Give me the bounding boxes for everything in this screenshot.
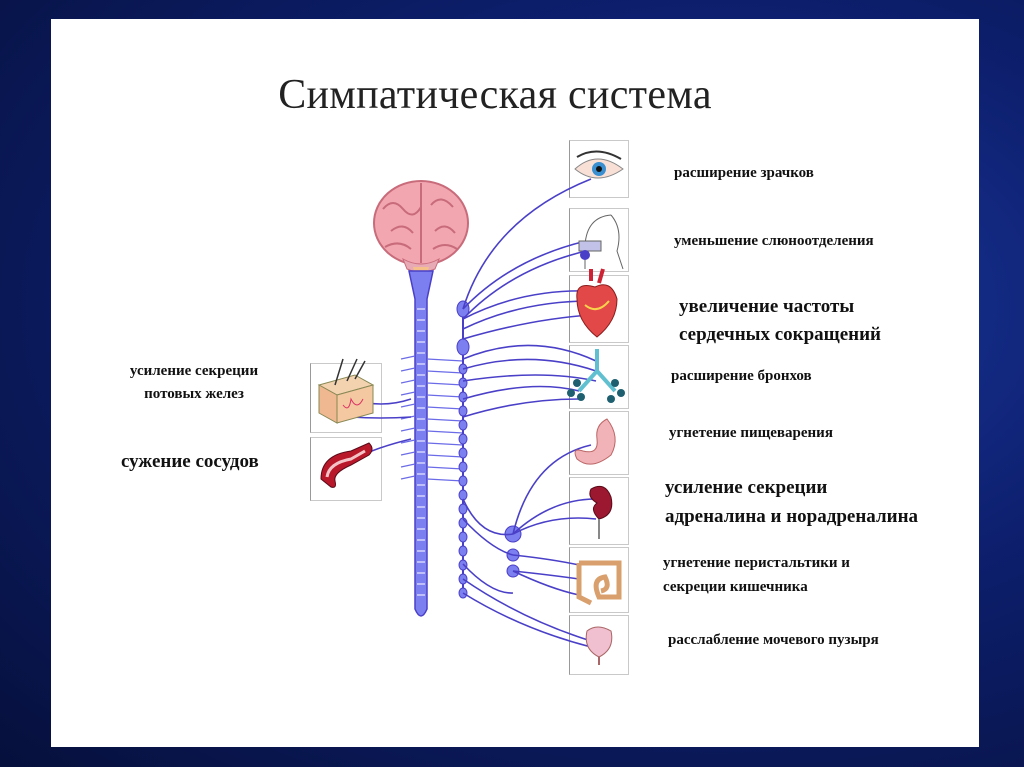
nerve-root (426, 382, 464, 386)
effect-label-intestine-2: секреции кишечника (663, 579, 808, 595)
kidney-icon (589, 485, 613, 539)
salivary-gland-icon (578, 214, 624, 270)
chain-ganglion (458, 377, 468, 389)
chain-ganglion (458, 419, 468, 431)
effect-label-digestion: угнетение пищеварения (669, 425, 833, 441)
effect-label-heart-1: увеличение частоты (679, 296, 855, 317)
effect-label-heart-2: сердечных сокращений (679, 324, 881, 345)
intestine-icon (576, 560, 622, 606)
nerve-root (426, 454, 464, 458)
stomach-icon (574, 418, 616, 465)
slide: Симпатическая система (51, 19, 979, 747)
brain-icon (373, 180, 469, 283)
vessel-panel (310, 437, 382, 501)
chain-ganglion (458, 461, 468, 473)
chain-ganglion (458, 447, 468, 459)
nerve-root (426, 394, 464, 398)
sympathetic-chain (456, 300, 522, 599)
nerve-root (400, 463, 416, 468)
nerve-root (426, 358, 464, 362)
effect-label-vessels: сужение сосудов (121, 451, 259, 472)
chain-ganglion (458, 531, 468, 543)
chain-ganglion (458, 489, 468, 501)
nerve-root (400, 367, 416, 372)
effect-label-adrenal-2: адреналина и норадреналина (665, 506, 919, 527)
chain-ganglion (458, 545, 468, 557)
effect-label-intestine-1: угнетение перистальтики и (663, 555, 850, 571)
chain-ganglion (458, 405, 468, 417)
heart-icon (576, 268, 618, 338)
blood-vessel-icon (320, 442, 373, 488)
nerve-root (426, 430, 464, 434)
spinal-cord (400, 270, 464, 617)
nerve-root (426, 418, 464, 422)
skin-icon (317, 358, 375, 424)
nerve-root (400, 451, 416, 456)
nerve-root (426, 466, 464, 470)
effect-label-saliva: уменьшение слюноотделения (674, 233, 874, 249)
nerve-root (400, 439, 416, 444)
nerve-root (400, 475, 416, 480)
nerve-root (400, 379, 416, 384)
effect-label-bronchi: расширение бронхов (671, 368, 812, 384)
page-title: Симпатическая система (278, 72, 712, 118)
nerve-root (426, 442, 464, 446)
nerve-root (400, 403, 416, 408)
effect-label-sweat-1: усиление секреции (129, 363, 259, 379)
bladder-icon (585, 626, 613, 665)
chain-ganglion (458, 433, 468, 445)
sympathetic-diagram (317, 150, 625, 665)
nerve-root (400, 427, 416, 432)
nerve-root (400, 355, 416, 360)
nerve-root (426, 370, 464, 374)
nerve-root (426, 478, 464, 482)
effect-label-sweat-2: потовых желез (144, 386, 244, 402)
effect-label-pupils: расширение зрачков (674, 165, 814, 181)
effect-label-adrenal-1: усиление секреции (665, 477, 828, 498)
chain-ganglion (458, 475, 468, 487)
eye-icon (574, 150, 624, 179)
lungs-icon (567, 349, 625, 403)
chain-ganglion (458, 391, 468, 403)
effect-label-bladder: расслабление мочевого пузыря (668, 632, 879, 648)
nerve-root (426, 406, 464, 410)
chain-ganglion (458, 503, 468, 515)
nerve-root (400, 391, 416, 396)
